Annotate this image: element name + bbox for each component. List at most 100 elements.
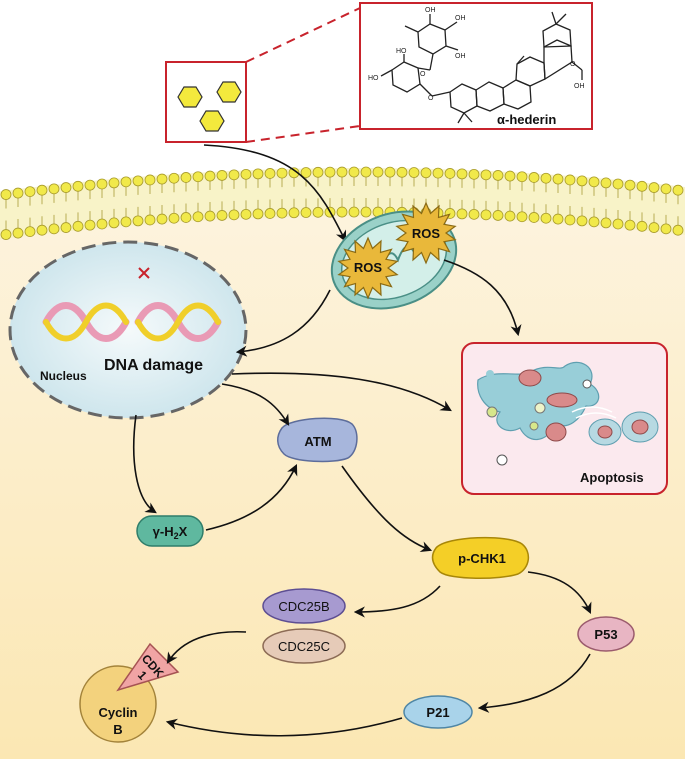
dna-icon — [42, 302, 222, 342]
lipid-head — [480, 169, 492, 181]
lipid-head — [96, 178, 108, 190]
ros-star-icon — [395, 201, 457, 265]
cyclin-cdk-complex: CDK 1 Cyclin B — [79, 642, 180, 743]
cdc25b-label: CDC25B — [278, 599, 329, 614]
lipid-head — [84, 219, 96, 231]
lipid-head — [624, 219, 636, 231]
lipid-head — [588, 176, 600, 188]
lipid-head — [276, 207, 288, 219]
lipid-head — [612, 178, 624, 190]
lipid-head — [228, 209, 240, 221]
ros-star-icon — [337, 236, 399, 300]
lipid-head — [384, 166, 396, 178]
arrow-ros-to-apoptosis — [443, 259, 522, 337]
lipid-head — [192, 211, 204, 223]
lipid-head — [48, 223, 60, 235]
lipid-head — [504, 210, 516, 222]
lipid-head — [240, 208, 252, 220]
p21-node: P21 — [403, 695, 473, 729]
lipid-head — [540, 172, 552, 184]
lipid-head — [60, 182, 72, 193]
lipid-head — [564, 174, 576, 186]
cdc25c-node: CDC25C — [262, 628, 346, 664]
lipid-head — [624, 179, 636, 191]
lipid-head — [24, 226, 36, 238]
lipid-head — [528, 212, 540, 223]
lipid-head — [240, 168, 252, 180]
lipid-head — [444, 168, 456, 179]
compound-name: α-hederin — [497, 112, 556, 127]
lipid-head — [504, 170, 516, 182]
lipid-head — [276, 167, 288, 179]
lipid-head — [516, 211, 528, 223]
lipid-head — [336, 166, 348, 178]
lipid-head — [36, 184, 48, 196]
arrow-pchk1-to-cdc25 — [353, 585, 441, 618]
lipid-head — [48, 183, 60, 195]
atm-label: ATM — [304, 434, 331, 449]
lipid-head — [432, 167, 444, 179]
nucleus-label: Nucleus — [40, 369, 87, 383]
arrow-nucleus-to-h2ax — [132, 414, 157, 514]
lipid-head — [660, 223, 672, 235]
lipid-head — [348, 206, 360, 218]
cdc25b-node: CDC25B — [262, 588, 346, 624]
lipid-head — [12, 227, 24, 239]
lipid-head — [252, 208, 264, 220]
lipid-head — [588, 216, 600, 228]
structure-box: OH OH OH HO HO O O O OH α-hederin — [359, 2, 593, 130]
lipid-head — [72, 220, 84, 232]
hexagon-icon — [216, 81, 242, 103]
lipid-head — [660, 183, 672, 195]
svg-text:OH: OH — [574, 83, 585, 90]
lipid-head — [120, 176, 132, 188]
h2ax-node: γ-H2X — [136, 515, 204, 547]
lipid-head — [264, 168, 276, 179]
lipid-head — [264, 208, 276, 219]
lipid-head — [612, 218, 624, 230]
chemical-structure — [380, 11, 583, 124]
lipid-head — [0, 229, 12, 240]
lipid-head — [408, 167, 420, 178]
ros-label: ROS — [354, 260, 383, 275]
lipid-head — [288, 207, 300, 219]
lipid-head — [360, 166, 372, 178]
lipid-head — [168, 212, 180, 224]
lipid-head — [540, 212, 552, 224]
lipid-head — [468, 168, 480, 180]
lipid-head — [144, 174, 156, 186]
lipid-head — [108, 177, 120, 189]
arrow-h2ax-to-atm — [205, 463, 298, 531]
nucleus: Nucleus DNA damage — [8, 240, 248, 420]
lipid-head — [516, 171, 528, 183]
lipid-head — [420, 167, 432, 179]
lipid-head — [456, 168, 468, 180]
lipid-head — [300, 167, 312, 178]
lipid-head — [156, 213, 168, 225]
lipid-head — [132, 215, 144, 227]
lipid-head — [228, 169, 240, 181]
lipid-head — [84, 179, 96, 191]
lipid-head — [600, 217, 612, 229]
lipid-head — [576, 215, 588, 227]
p53-label: P53 — [594, 627, 617, 642]
lipid-head — [372, 166, 384, 178]
hexagon-icon — [199, 110, 225, 132]
cell-membrane — [0, 166, 685, 240]
lipid-head — [324, 166, 336, 178]
atm-node: ATM — [277, 417, 358, 463]
lipid-head — [192, 171, 204, 183]
compound-box — [165, 61, 247, 143]
lipid-head — [204, 210, 216, 222]
svg-text:OH: OH — [455, 53, 466, 60]
arrow-p53-to-p21 — [477, 653, 591, 713]
lipid-head — [552, 213, 564, 225]
pchk1-node: p-CHK1 — [431, 536, 530, 579]
lipid-head — [492, 170, 504, 181]
lipid-head — [252, 168, 264, 180]
cyclin-label-letter: B — [113, 722, 122, 737]
lipid-head — [636, 180, 648, 192]
lipid-head — [312, 206, 324, 218]
lipid-head — [600, 177, 612, 189]
